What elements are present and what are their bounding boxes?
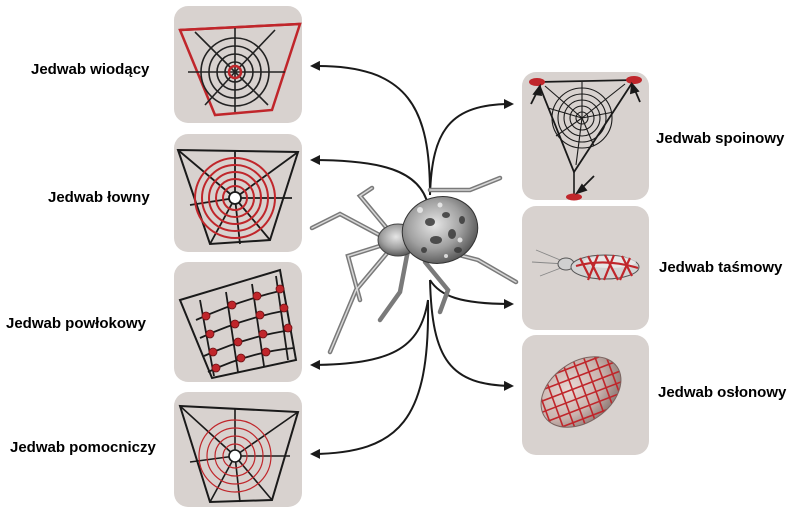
arrow-to-attachment (430, 104, 512, 195)
label-capture: Jedwab łowny (48, 189, 150, 206)
arrow-to-auxiliary (312, 300, 428, 454)
label-attachment: Jedwab spoinowy (656, 130, 784, 147)
panel-wrapping (522, 206, 649, 330)
label-dragline: Jedwab wiodący (31, 61, 149, 78)
panel-dragline (174, 6, 302, 123)
arrow-to-capture (312, 160, 428, 205)
label-coating: Jedwab powłokowy (6, 315, 146, 332)
arrow-to-coating (312, 300, 428, 365)
panel-coating (174, 262, 302, 382)
panel-capture (174, 134, 302, 252)
label-cocoon: Jedwab osłonowy (658, 384, 786, 401)
arrow-to-dragline (312, 66, 430, 195)
spider-leg (380, 250, 408, 320)
spider-leg (312, 214, 385, 238)
arrow-to-cocoon (430, 280, 512, 386)
spider-image (312, 178, 516, 352)
label-wrapping: Jedwab taśmowy (659, 259, 782, 276)
spider-leg (430, 178, 500, 190)
label-auxiliary: Jedwab pomocniczy (10, 439, 156, 456)
panel-attachment (522, 72, 649, 201)
panel-auxiliary (174, 392, 302, 507)
